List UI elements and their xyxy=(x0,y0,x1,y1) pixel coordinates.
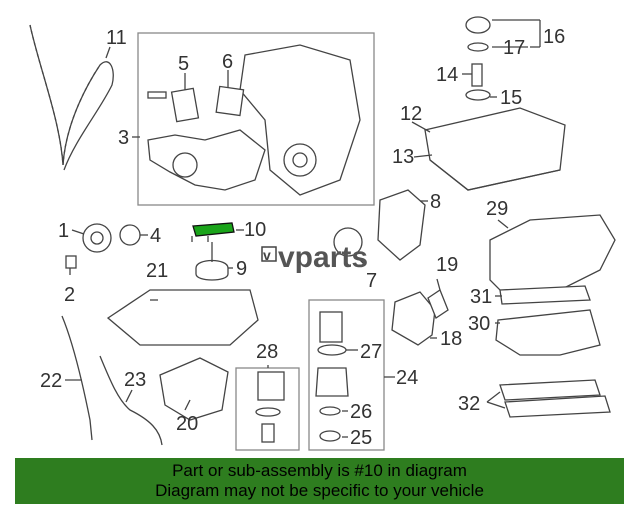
filter-cartridge xyxy=(319,311,343,343)
oring-26 xyxy=(319,406,341,416)
water-pump xyxy=(147,129,266,191)
callout-9: 9 xyxy=(236,258,247,280)
intake-manifold xyxy=(489,214,616,301)
valve-cover xyxy=(424,107,566,191)
gasket-32b xyxy=(504,395,611,418)
part-10-highlight xyxy=(192,222,235,237)
plug-25 xyxy=(319,430,341,442)
callout-31: 31 xyxy=(470,286,492,308)
oil-pan-upper xyxy=(106,289,259,346)
callout-28: 28 xyxy=(256,341,278,363)
svg-text:v: v xyxy=(263,247,271,263)
callout-29: 29 xyxy=(486,198,508,220)
callout-24: 24 xyxy=(396,367,418,389)
filter-cap xyxy=(315,367,349,397)
callout-10: 10 xyxy=(244,219,266,241)
gasket-19 xyxy=(427,289,449,319)
filler-cap xyxy=(465,16,491,34)
gasket-15 xyxy=(465,89,491,101)
callout-32: 32 xyxy=(458,393,480,415)
oil-strainer xyxy=(195,259,229,281)
gasket-31 xyxy=(499,285,591,305)
callout-11: 11 xyxy=(106,27,127,49)
info-banner: Part or sub-assembly is #10 in diagram D… xyxy=(15,458,624,504)
callout-8: 8 xyxy=(430,191,441,213)
callout-18: 18 xyxy=(440,328,462,350)
callout-5: 5 xyxy=(178,53,189,75)
callout-27: 27 xyxy=(360,341,382,363)
cap-gasket-17 xyxy=(467,42,489,52)
callout-6: 6 xyxy=(222,51,233,73)
timing-chain xyxy=(29,24,114,171)
dipstick-tube xyxy=(99,355,163,446)
oil-pan-lower xyxy=(159,357,229,421)
bolt-3 xyxy=(147,91,167,99)
banner-line-2: Diagram may not be specific to your vehi… xyxy=(155,481,484,500)
callout-15: 15 xyxy=(500,87,522,109)
gasket-5 xyxy=(170,87,200,123)
callout-16: 16 xyxy=(543,26,565,48)
callout-4: 4 xyxy=(150,225,161,247)
callout-17: 17 xyxy=(503,37,525,59)
bolt-2 xyxy=(65,255,77,269)
bracket-8 xyxy=(377,189,426,261)
leader-lines xyxy=(65,19,541,438)
gasket-6 xyxy=(215,85,245,117)
idler-7 xyxy=(333,227,363,257)
callout-12: 12 xyxy=(400,103,422,125)
dipstick xyxy=(61,315,93,441)
callout-7: 7 xyxy=(366,270,377,292)
callout-22: 22 xyxy=(40,370,62,392)
callout-21: 21 xyxy=(146,260,168,282)
timing-cover xyxy=(239,44,361,196)
callout-14: 14 xyxy=(436,64,458,86)
callout-23: 23 xyxy=(124,369,146,391)
oil-filler-tube xyxy=(471,63,483,87)
callout-13: 13 xyxy=(392,146,414,168)
oring-27 xyxy=(317,344,347,356)
banner-line-1: Part or sub-assembly is #10 in diagram xyxy=(172,461,467,480)
vparts-watermark: v vparts xyxy=(261,241,368,274)
callout-1: 1 xyxy=(58,220,69,242)
callout-19: 19 xyxy=(436,254,458,276)
callout-2: 2 xyxy=(64,284,75,306)
callout-30: 30 xyxy=(468,313,490,335)
callout-26: 26 xyxy=(350,401,372,423)
oil-filter-element xyxy=(257,371,285,401)
oring-4 xyxy=(119,224,141,246)
svg-text:vparts: vparts xyxy=(278,241,368,274)
gasket-32a xyxy=(499,379,601,401)
callout-20: 20 xyxy=(176,413,198,435)
callout-3: 3 xyxy=(118,127,129,149)
filter-bracket xyxy=(391,291,436,346)
lower-manifold xyxy=(495,309,601,356)
callout-25: 25 xyxy=(350,427,372,449)
